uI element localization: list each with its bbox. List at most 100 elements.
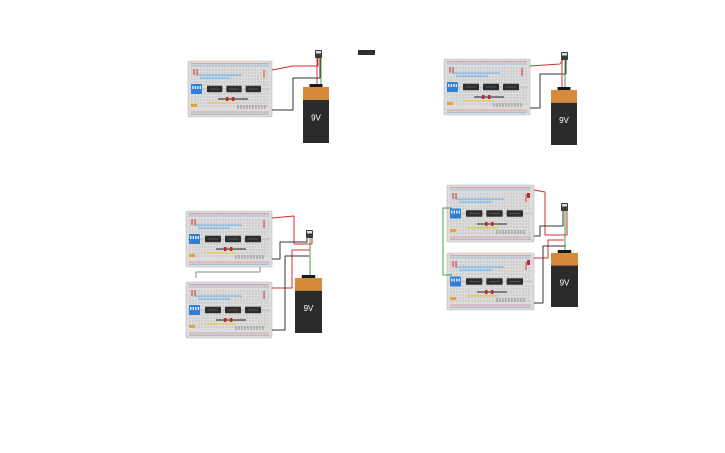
capacitor[interactable] xyxy=(450,297,456,300)
led[interactable] xyxy=(485,290,488,294)
dip-switch-lever[interactable] xyxy=(197,236,199,239)
dip-switch-lever[interactable] xyxy=(448,84,450,87)
dip-switch-lever[interactable] xyxy=(456,210,458,214)
power-switch[interactable] xyxy=(561,203,568,211)
led[interactable] xyxy=(527,193,530,198)
battery-9v[interactable]: 9V xyxy=(303,84,329,143)
dip-switch[interactable] xyxy=(450,208,461,219)
dip-switch-lever[interactable] xyxy=(451,278,453,282)
capacitor[interactable] xyxy=(189,254,195,257)
wire[interactable] xyxy=(272,249,310,289)
dip-switch-lever[interactable] xyxy=(195,307,197,310)
dip-switch[interactable] xyxy=(189,305,200,315)
breadboard[interactable] xyxy=(446,184,535,243)
dip-switch-lever[interactable] xyxy=(190,307,192,310)
wire[interactable] xyxy=(529,59,564,67)
led[interactable] xyxy=(224,318,227,322)
wire[interactable] xyxy=(534,211,564,237)
led[interactable] xyxy=(488,95,491,99)
circuit-1[interactable]: 9V xyxy=(187,50,329,143)
circuit-2[interactable]: 9V xyxy=(443,52,577,145)
hole xyxy=(462,270,464,272)
wire[interactable] xyxy=(195,267,261,278)
dip-switch[interactable] xyxy=(450,276,461,287)
dip-switch-lever[interactable] xyxy=(453,210,455,214)
dip-switch-lever[interactable] xyxy=(455,84,457,87)
dip-switch-lever[interactable] xyxy=(453,84,455,87)
hole xyxy=(237,302,239,304)
led[interactable] xyxy=(224,247,227,251)
power-switch[interactable] xyxy=(561,52,568,60)
power-switch[interactable] xyxy=(315,50,322,58)
circuit-4[interactable]: 9V xyxy=(442,184,578,311)
power-switch[interactable] xyxy=(306,230,313,238)
hole xyxy=(243,320,245,322)
wire[interactable] xyxy=(534,245,566,304)
wire[interactable] xyxy=(530,60,567,109)
capacitor[interactable] xyxy=(189,325,195,328)
breadboard[interactable] xyxy=(187,60,273,118)
breadboard[interactable] xyxy=(443,58,531,116)
hole xyxy=(483,220,485,222)
dip-switch-lever[interactable] xyxy=(458,278,460,282)
led[interactable] xyxy=(491,290,494,294)
wire[interactable] xyxy=(271,58,319,71)
dip-switch-lever[interactable] xyxy=(194,86,196,89)
breadboard[interactable] xyxy=(185,210,273,268)
rail-hole xyxy=(243,262,245,264)
hole xyxy=(519,300,521,302)
battery-9v[interactable]: 9V xyxy=(551,250,578,307)
capacitor[interactable] xyxy=(447,102,453,105)
wire[interactable] xyxy=(272,255,309,331)
led[interactable] xyxy=(232,97,235,101)
led[interactable] xyxy=(491,222,494,226)
dip-switch-lever[interactable] xyxy=(451,210,453,214)
wire[interactable] xyxy=(534,239,564,259)
dip-switch-lever[interactable] xyxy=(450,84,452,87)
dip-switch-lever[interactable] xyxy=(458,210,460,214)
led[interactable] xyxy=(230,247,233,251)
breadboard[interactable] xyxy=(446,252,535,311)
led[interactable] xyxy=(482,95,485,99)
led[interactable] xyxy=(226,97,229,101)
power-switch-lever[interactable] xyxy=(307,231,312,234)
wire[interactable] xyxy=(442,207,452,276)
circuit-3[interactable]: 9V xyxy=(185,210,322,339)
dip-switch-lever[interactable] xyxy=(199,86,201,89)
power-switch-lever[interactable] xyxy=(562,204,567,207)
capacitor[interactable] xyxy=(450,229,456,232)
rail-hole xyxy=(462,62,464,64)
power-switch-lever[interactable] xyxy=(562,53,567,56)
capacitor[interactable] xyxy=(191,104,197,107)
dip-switch[interactable] xyxy=(191,84,202,94)
dip-switch[interactable] xyxy=(447,82,458,92)
dip-switch-lever[interactable] xyxy=(192,307,194,310)
dip-switch-lever[interactable] xyxy=(192,86,194,89)
battery-9v[interactable]: 9V xyxy=(295,275,322,333)
dip-switch-lever[interactable] xyxy=(453,278,455,282)
dip-switch-lever[interactable] xyxy=(197,86,199,89)
dip-switch-lever[interactable] xyxy=(195,236,197,239)
battery-9v[interactable]: 9V xyxy=(551,87,577,145)
wire[interactable] xyxy=(271,215,313,245)
breadboard[interactable] xyxy=(185,281,273,339)
ic-chip[interactable] xyxy=(358,50,375,55)
rail-hole xyxy=(237,262,239,264)
led[interactable] xyxy=(527,260,530,265)
hole xyxy=(510,294,512,296)
led[interactable] xyxy=(230,318,233,322)
wire[interactable] xyxy=(272,58,321,111)
wire[interactable] xyxy=(533,189,568,236)
dip-switch-lever[interactable] xyxy=(190,236,192,239)
hole xyxy=(453,67,455,69)
wire[interactable] xyxy=(272,238,308,260)
dip-switch[interactable] xyxy=(189,234,200,244)
power-switch-lever[interactable] xyxy=(316,51,321,54)
dip-switch-lever[interactable] xyxy=(456,278,458,282)
hole xyxy=(206,96,208,98)
led[interactable] xyxy=(485,222,488,226)
dip-switch-lever[interactable] xyxy=(197,307,199,310)
hole xyxy=(492,217,494,219)
dip-switch-lever[interactable] xyxy=(192,236,194,239)
